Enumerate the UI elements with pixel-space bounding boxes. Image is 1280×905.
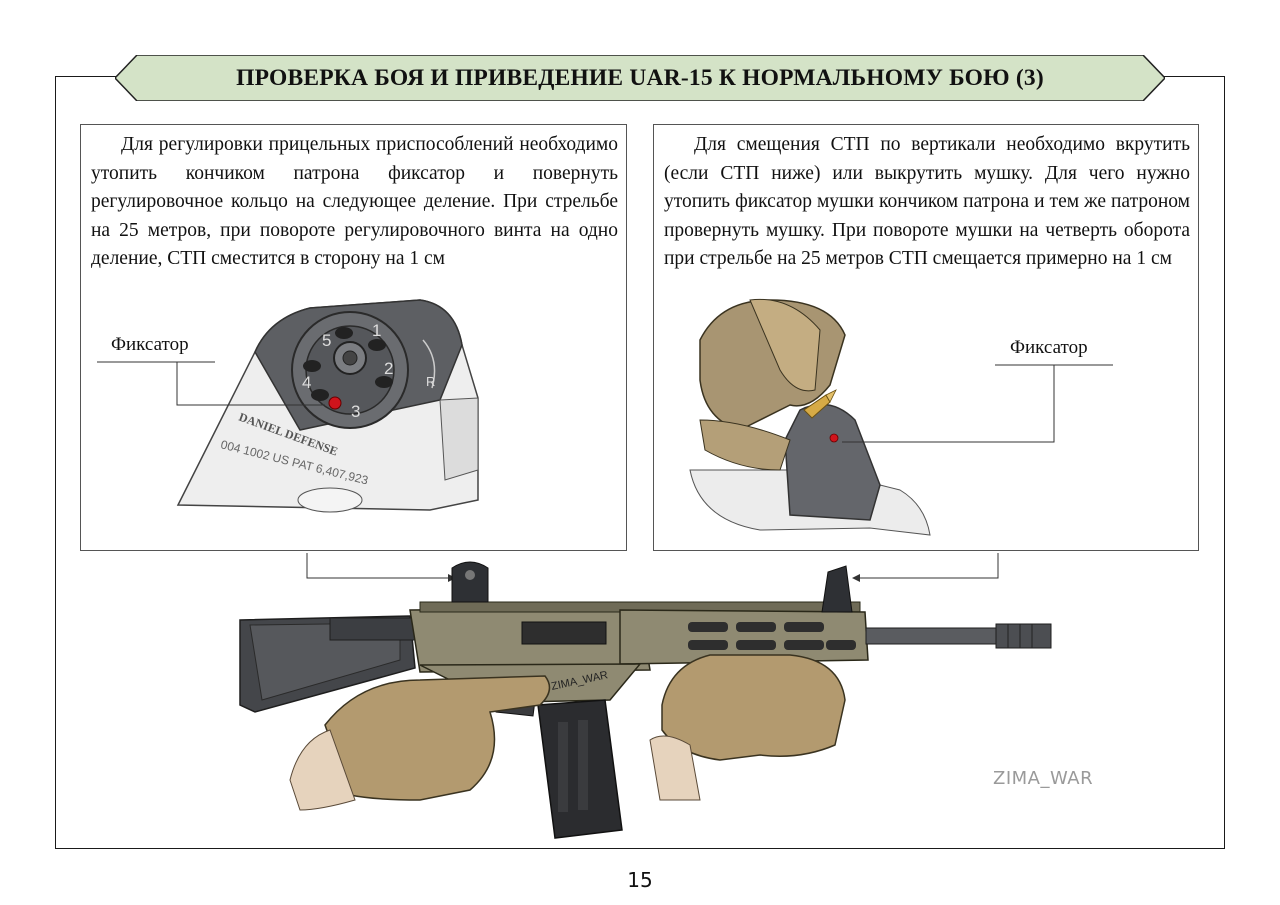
right-instruction-panel: Для смещения СТП по вертикали необходимо… (653, 124, 1199, 551)
rear-sight-illustration: 1 2 3 4 5 R DANIEL DEFENSE 004 1002 US P… (97, 299, 479, 513)
right-detent-marker (829, 433, 839, 443)
rifle-illustration: ZIMA_WAR (239, 561, 1052, 839)
left-callout-label: Фиксатор (111, 334, 189, 355)
right-instruction-text: Для смещения СТП по вертикали необходимо… (664, 134, 1190, 270)
banner-shape (115, 55, 1165, 101)
sight-number-1: 1 (372, 321, 381, 340)
sight-number-4: 4 (302, 373, 311, 392)
sight-number-5: 5 (322, 331, 331, 350)
title-banner: ПРОВЕРКА БОЯ И ПРИВЕДЕНИЕ UAR-15 К НОРМА… (115, 55, 1165, 101)
page-title: ПРОВЕРКА БОЯ И ПРИВЕДЕНИЕ UAR-15 К НОРМА… (236, 65, 1044, 91)
sight-number-2: 2 (384, 359, 393, 378)
page-number: 15 (627, 868, 653, 892)
left-instruction-panel: Для регулировки прицельных приспособлени… (80, 124, 627, 551)
connector-arrows (306, 553, 999, 582)
left-detent-marker (328, 396, 342, 410)
watermark: ZIMA_WAR (993, 768, 1094, 789)
right-callout-label: Фиксатор (1010, 337, 1088, 358)
front-sight-illustration (689, 298, 1113, 536)
sight-number-3: 3 (351, 402, 360, 421)
left-instruction-text: Для регулировки прицельных приспособлени… (91, 134, 618, 270)
sight-letter: R (426, 374, 435, 389)
